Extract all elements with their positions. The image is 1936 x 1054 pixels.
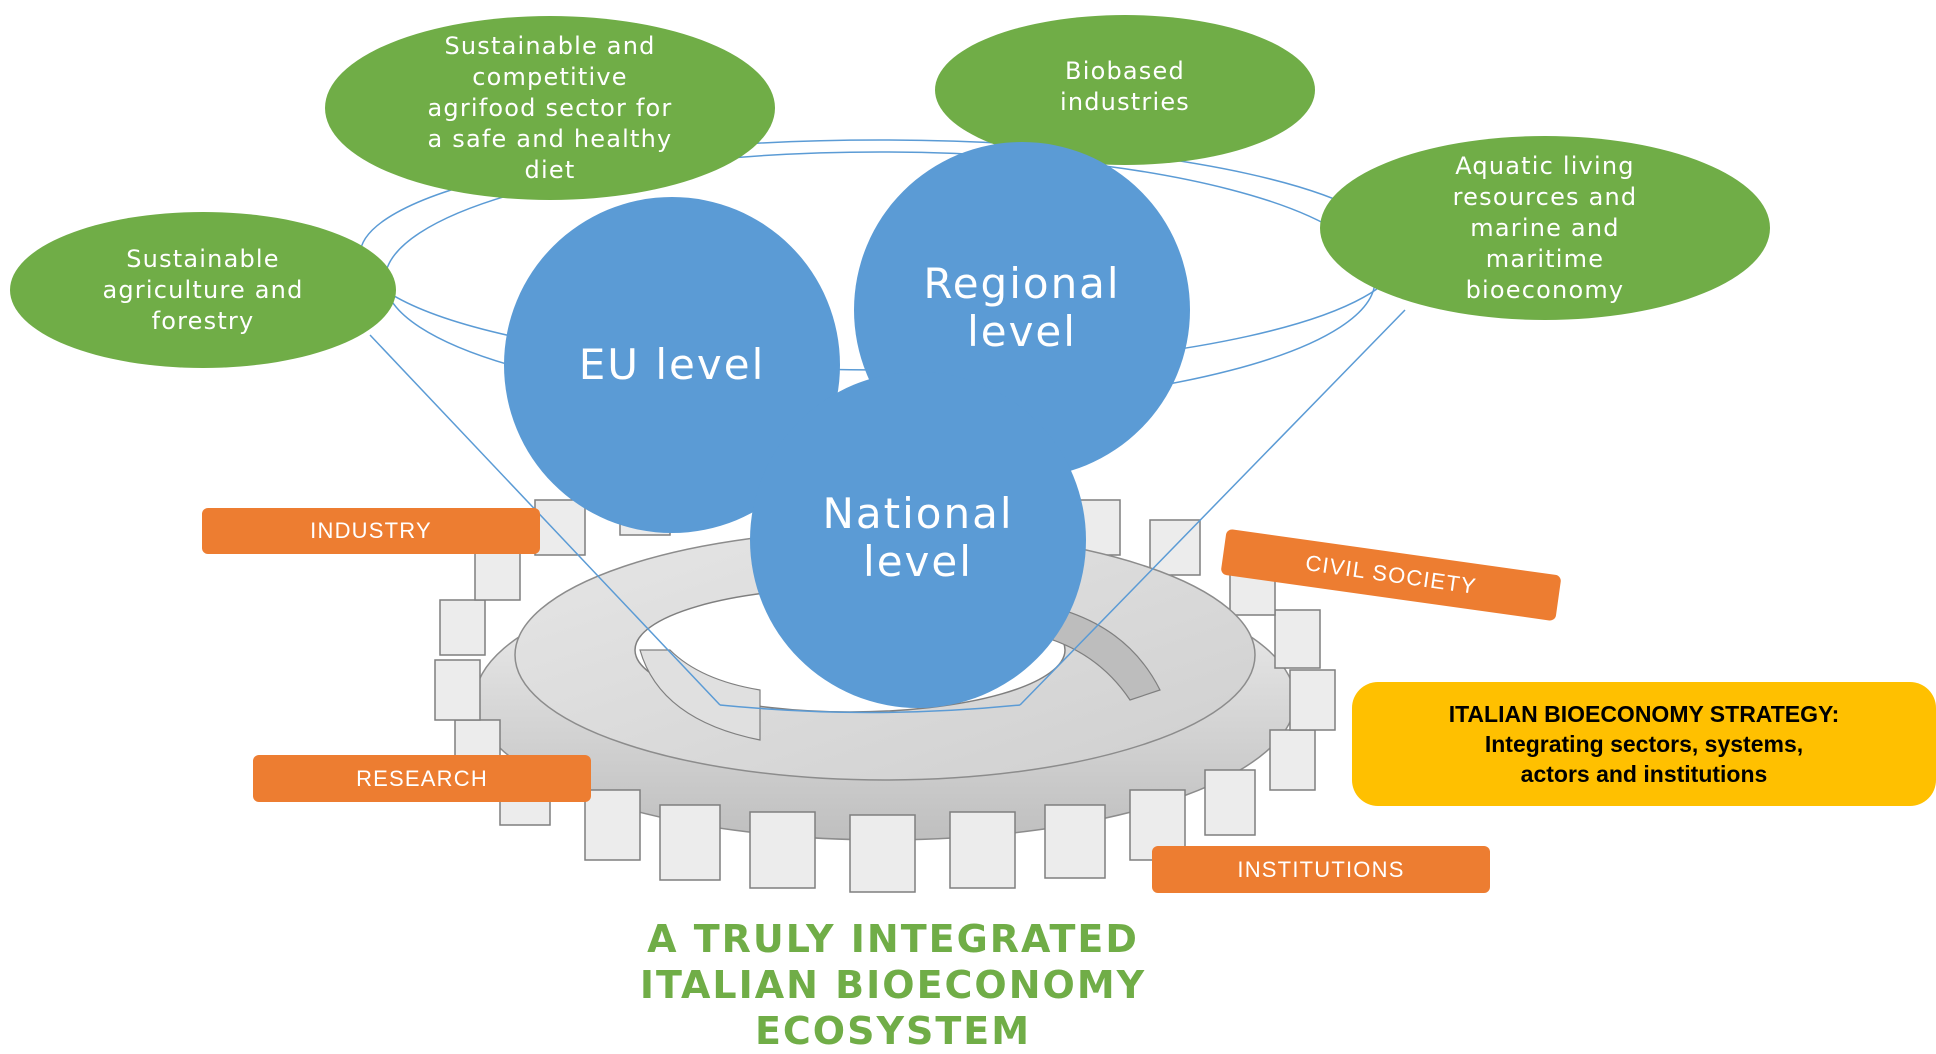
actor-research-tag: RESEARCH [253,755,591,802]
sector-agrifood-label: Sustainable and competitive agrifood sec… [427,31,673,184]
sector-agriculture-shape [10,212,396,368]
level-eu-shape [504,197,840,533]
level-circles [504,142,1190,708]
level-national-label: National level [822,488,1014,586]
strategy-line-2: Integrating sectors, systems, [1484,731,1804,757]
actor-industry-tag: INDUSTRY [202,508,540,554]
level-regional-label: Regional level [923,258,1121,356]
strategy-line-3: actors and institutions [1520,761,1768,787]
strategy-box: ITALIAN BIOECONOMY STRATEGY: Integrating… [1352,682,1936,806]
diagram-title: A TRULY INTEGRATED ITALIAN BIOECONOMY EC… [639,917,1147,1053]
sector-aquatic-shape [1320,136,1770,320]
strategy-line-1: ITALIAN BIOECONOMY STRATEGY: [1448,701,1840,727]
sector-ellipses [10,15,1770,368]
sector-biobased-shape [935,15,1315,165]
level-national-shape [750,372,1086,708]
sector-aquatic-label: Aquatic living resources and marine and … [1452,151,1638,304]
sector-biobased-label: Biobased industries [1059,57,1191,116]
sector-agriculture-label: Sustainable agriculture and forestry [102,244,304,335]
level-eu-label: EU level [578,340,766,389]
sector-agrifood-shape [325,16,775,200]
actor-institutions-tag: INSTITUTIONS [1152,846,1490,893]
